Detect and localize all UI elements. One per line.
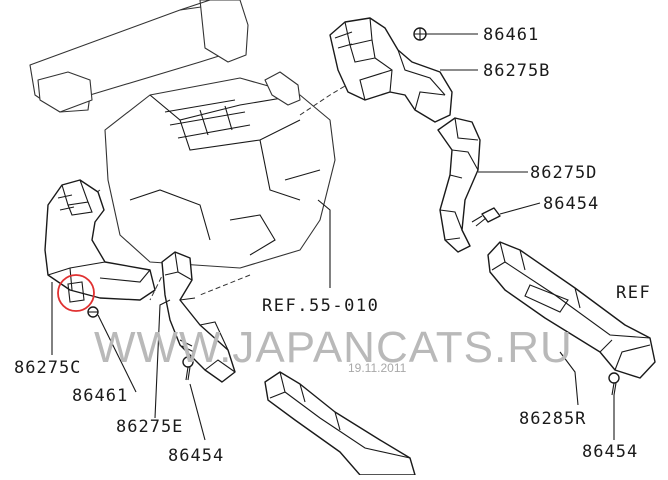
label-86275E: 86275E: [116, 417, 183, 437]
duct-86285R: [487, 241, 656, 379]
label-86285R: 86285R: [519, 409, 586, 429]
duct-86275C: [44, 179, 156, 301]
duct-86275B: [329, 17, 453, 123]
duct-86275E: [161, 251, 236, 383]
screw-86454-bottom-left: [179, 339, 195, 381]
duct-86275D: [437, 117, 481, 253]
watermark-date: 19.11.2011: [348, 361, 407, 375]
label-86275C: 86275C: [14, 358, 81, 378]
clip-inside-highlight: [67, 281, 85, 303]
screw-86454-mid: [471, 207, 501, 227]
label-86275D: 86275D: [530, 163, 597, 183]
label-86454-bottom-right: 86454: [582, 442, 638, 462]
label-ref-right: REF: [616, 283, 651, 303]
label-86454-bottom-left: 86454: [168, 446, 224, 466]
leader-lines: [51, 33, 615, 441]
highlight-circle: [57, 274, 95, 312]
screw-86461-top: [413, 27, 427, 41]
dashboard-background: [29, 0, 356, 301]
label-86461-top: 86461: [483, 25, 539, 45]
screw-86454-bottom-right: [608, 372, 620, 396]
label-ref-55-010: REF.55-010: [262, 296, 379, 316]
duct-bottom-center: [264, 371, 416, 476]
watermark-text: WWW.JAPANCATS.RU: [94, 323, 573, 372]
label-86454-mid: 86454: [543, 194, 599, 214]
screw-86461-left: [87, 306, 99, 318]
label-86461-left: 86461: [72, 386, 128, 406]
label-86275B: 86275B: [483, 61, 550, 81]
